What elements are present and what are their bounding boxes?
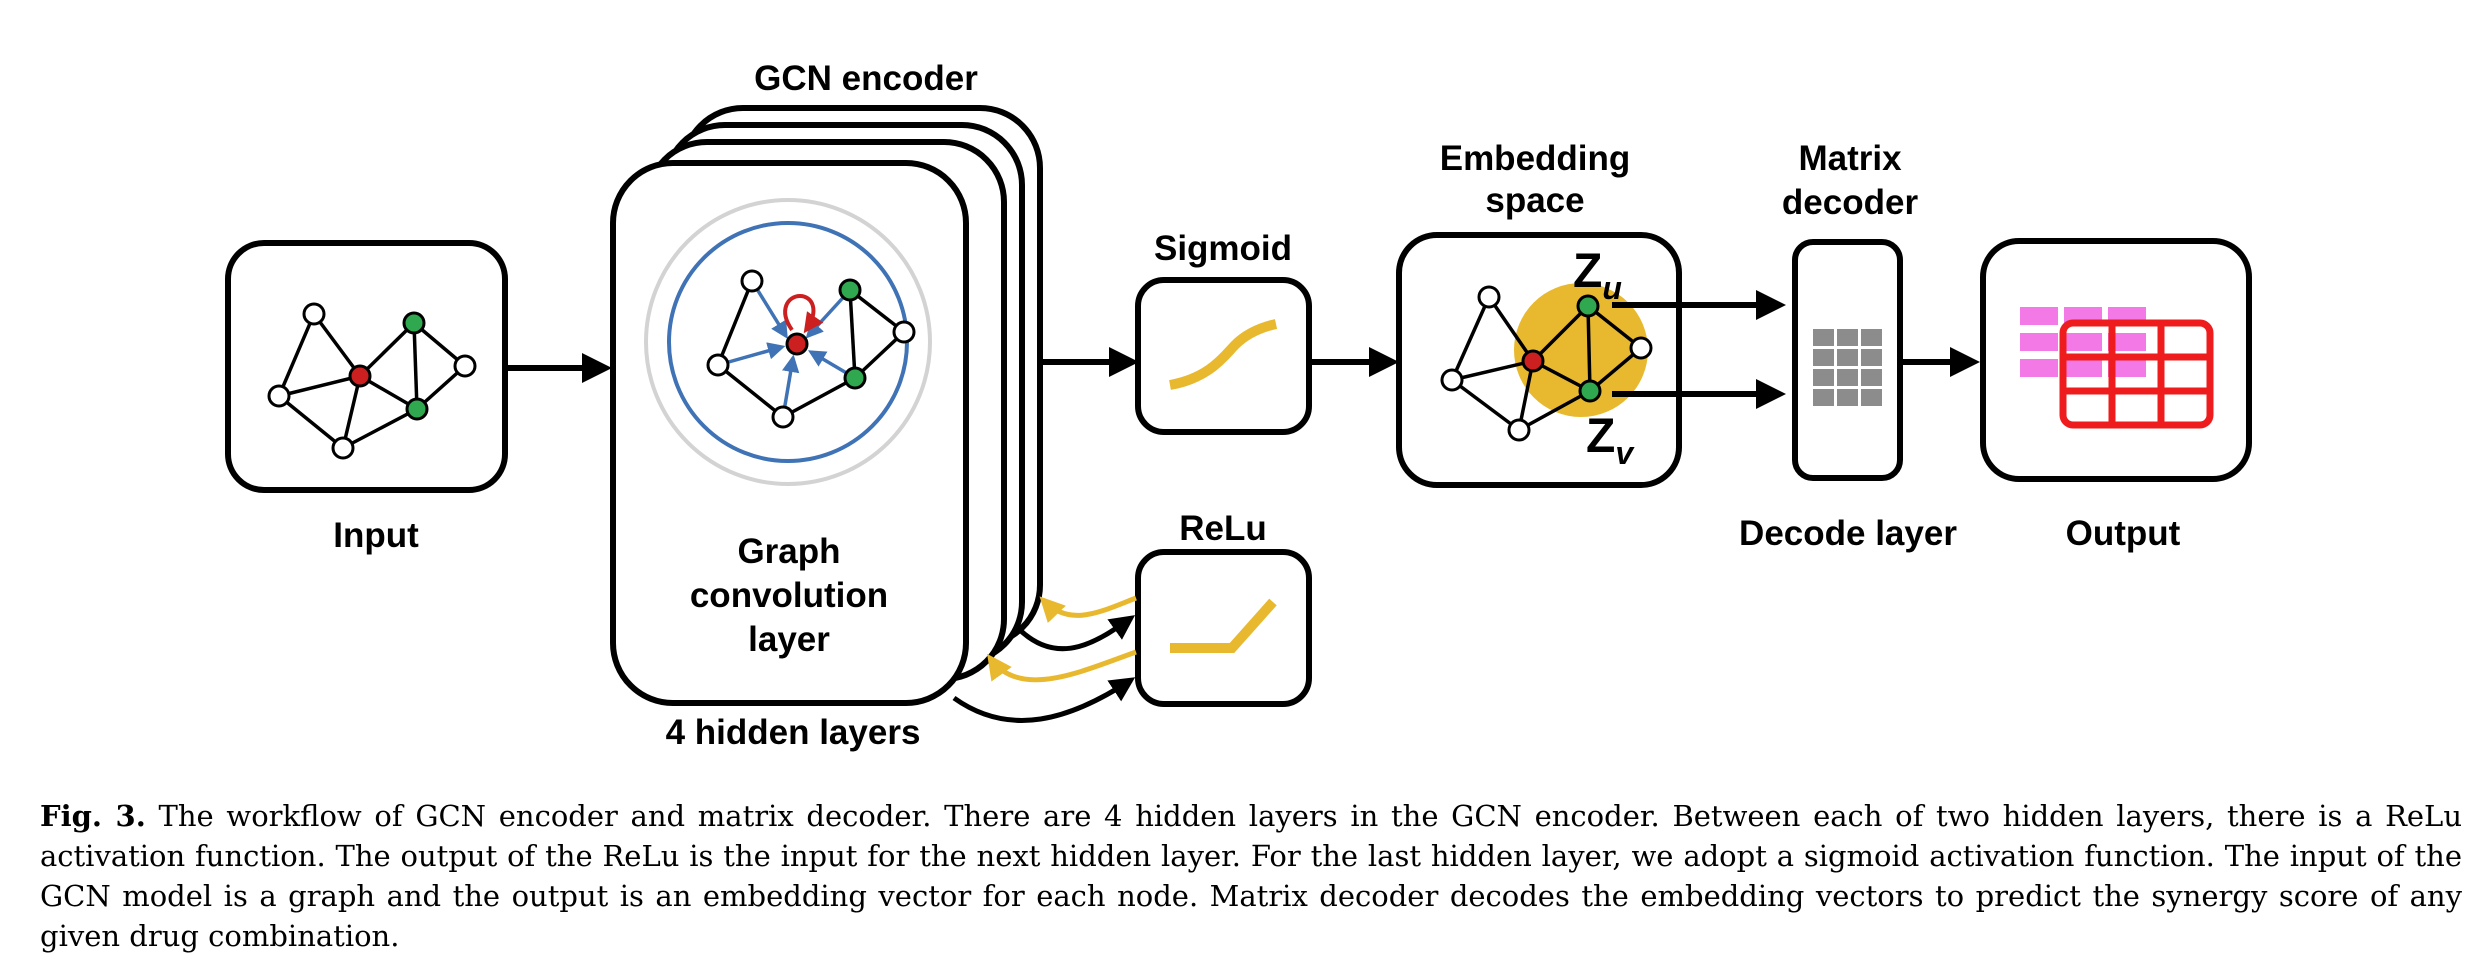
sigmoid-label: Sigmoid [1154, 229, 1292, 268]
figure-number: Fig. 3. [40, 799, 146, 833]
gcn-encoder-label: GCN encoder [754, 59, 978, 98]
embedding-block: Embedding space Zu Zv [1396, 139, 1682, 488]
zv-label: Zv [1586, 410, 1635, 471]
output-magenta-matrix [2020, 307, 2146, 377]
sigmoid-block: Sigmoid [1135, 229, 1312, 435]
decode-layer-label: Decode layer [1739, 514, 1957, 553]
sigmoid-curve-icon [1169, 319, 1278, 390]
gcl-halo-circle [644, 198, 932, 486]
output-block: Output [1980, 238, 2252, 553]
embedding-graph [1440, 285, 1653, 442]
relu-box [1135, 549, 1312, 707]
decoder-grid-icon [1813, 329, 1882, 406]
relu-loop-arrows [952, 595, 1137, 723]
matrix-decoder-label-line2: decoder [1782, 183, 1919, 222]
hidden-layers-label: 4 hidden layers [666, 713, 921, 752]
relu-block: ReLu [1135, 509, 1312, 707]
embedding-label-line2: space [1485, 181, 1584, 220]
matrix-decoder-block: Matrix decoder Decode layer [1739, 139, 1957, 553]
output-label: Output [2066, 514, 2181, 553]
input-label: Input [333, 516, 419, 555]
input-block: Input [225, 240, 508, 555]
gcl-graph [706, 269, 916, 429]
hidden-layer-1 [610, 160, 969, 706]
output-red-matrix [2059, 319, 2214, 429]
workflow-diagram: Input GCN encoder [225, 59, 2252, 752]
caption-text: The workflow of GCN encoder and matrix d… [40, 799, 2462, 953]
zu-label: Zu [1573, 245, 1622, 306]
self-loop-icon [783, 293, 824, 334]
relu-curve-icon [1170, 598, 1277, 653]
gcl-label-line3: layer [748, 620, 830, 659]
relu-label: ReLu [1179, 509, 1267, 548]
embedding-highlight [1514, 283, 1648, 417]
embedding-label-line1: Embedding [1440, 139, 1631, 178]
gcn-encoder-block: GCN encoder Graph [610, 59, 1043, 752]
matrix-decoder-label-line1: Matrix [1798, 139, 1902, 178]
input-graph [267, 302, 477, 460]
gcl-label-line1: Graph [737, 532, 840, 571]
figure-caption: Fig. 3. The workflow of GCN encoder and … [40, 796, 2462, 956]
gcl-label-line2: convolution [690, 576, 888, 615]
